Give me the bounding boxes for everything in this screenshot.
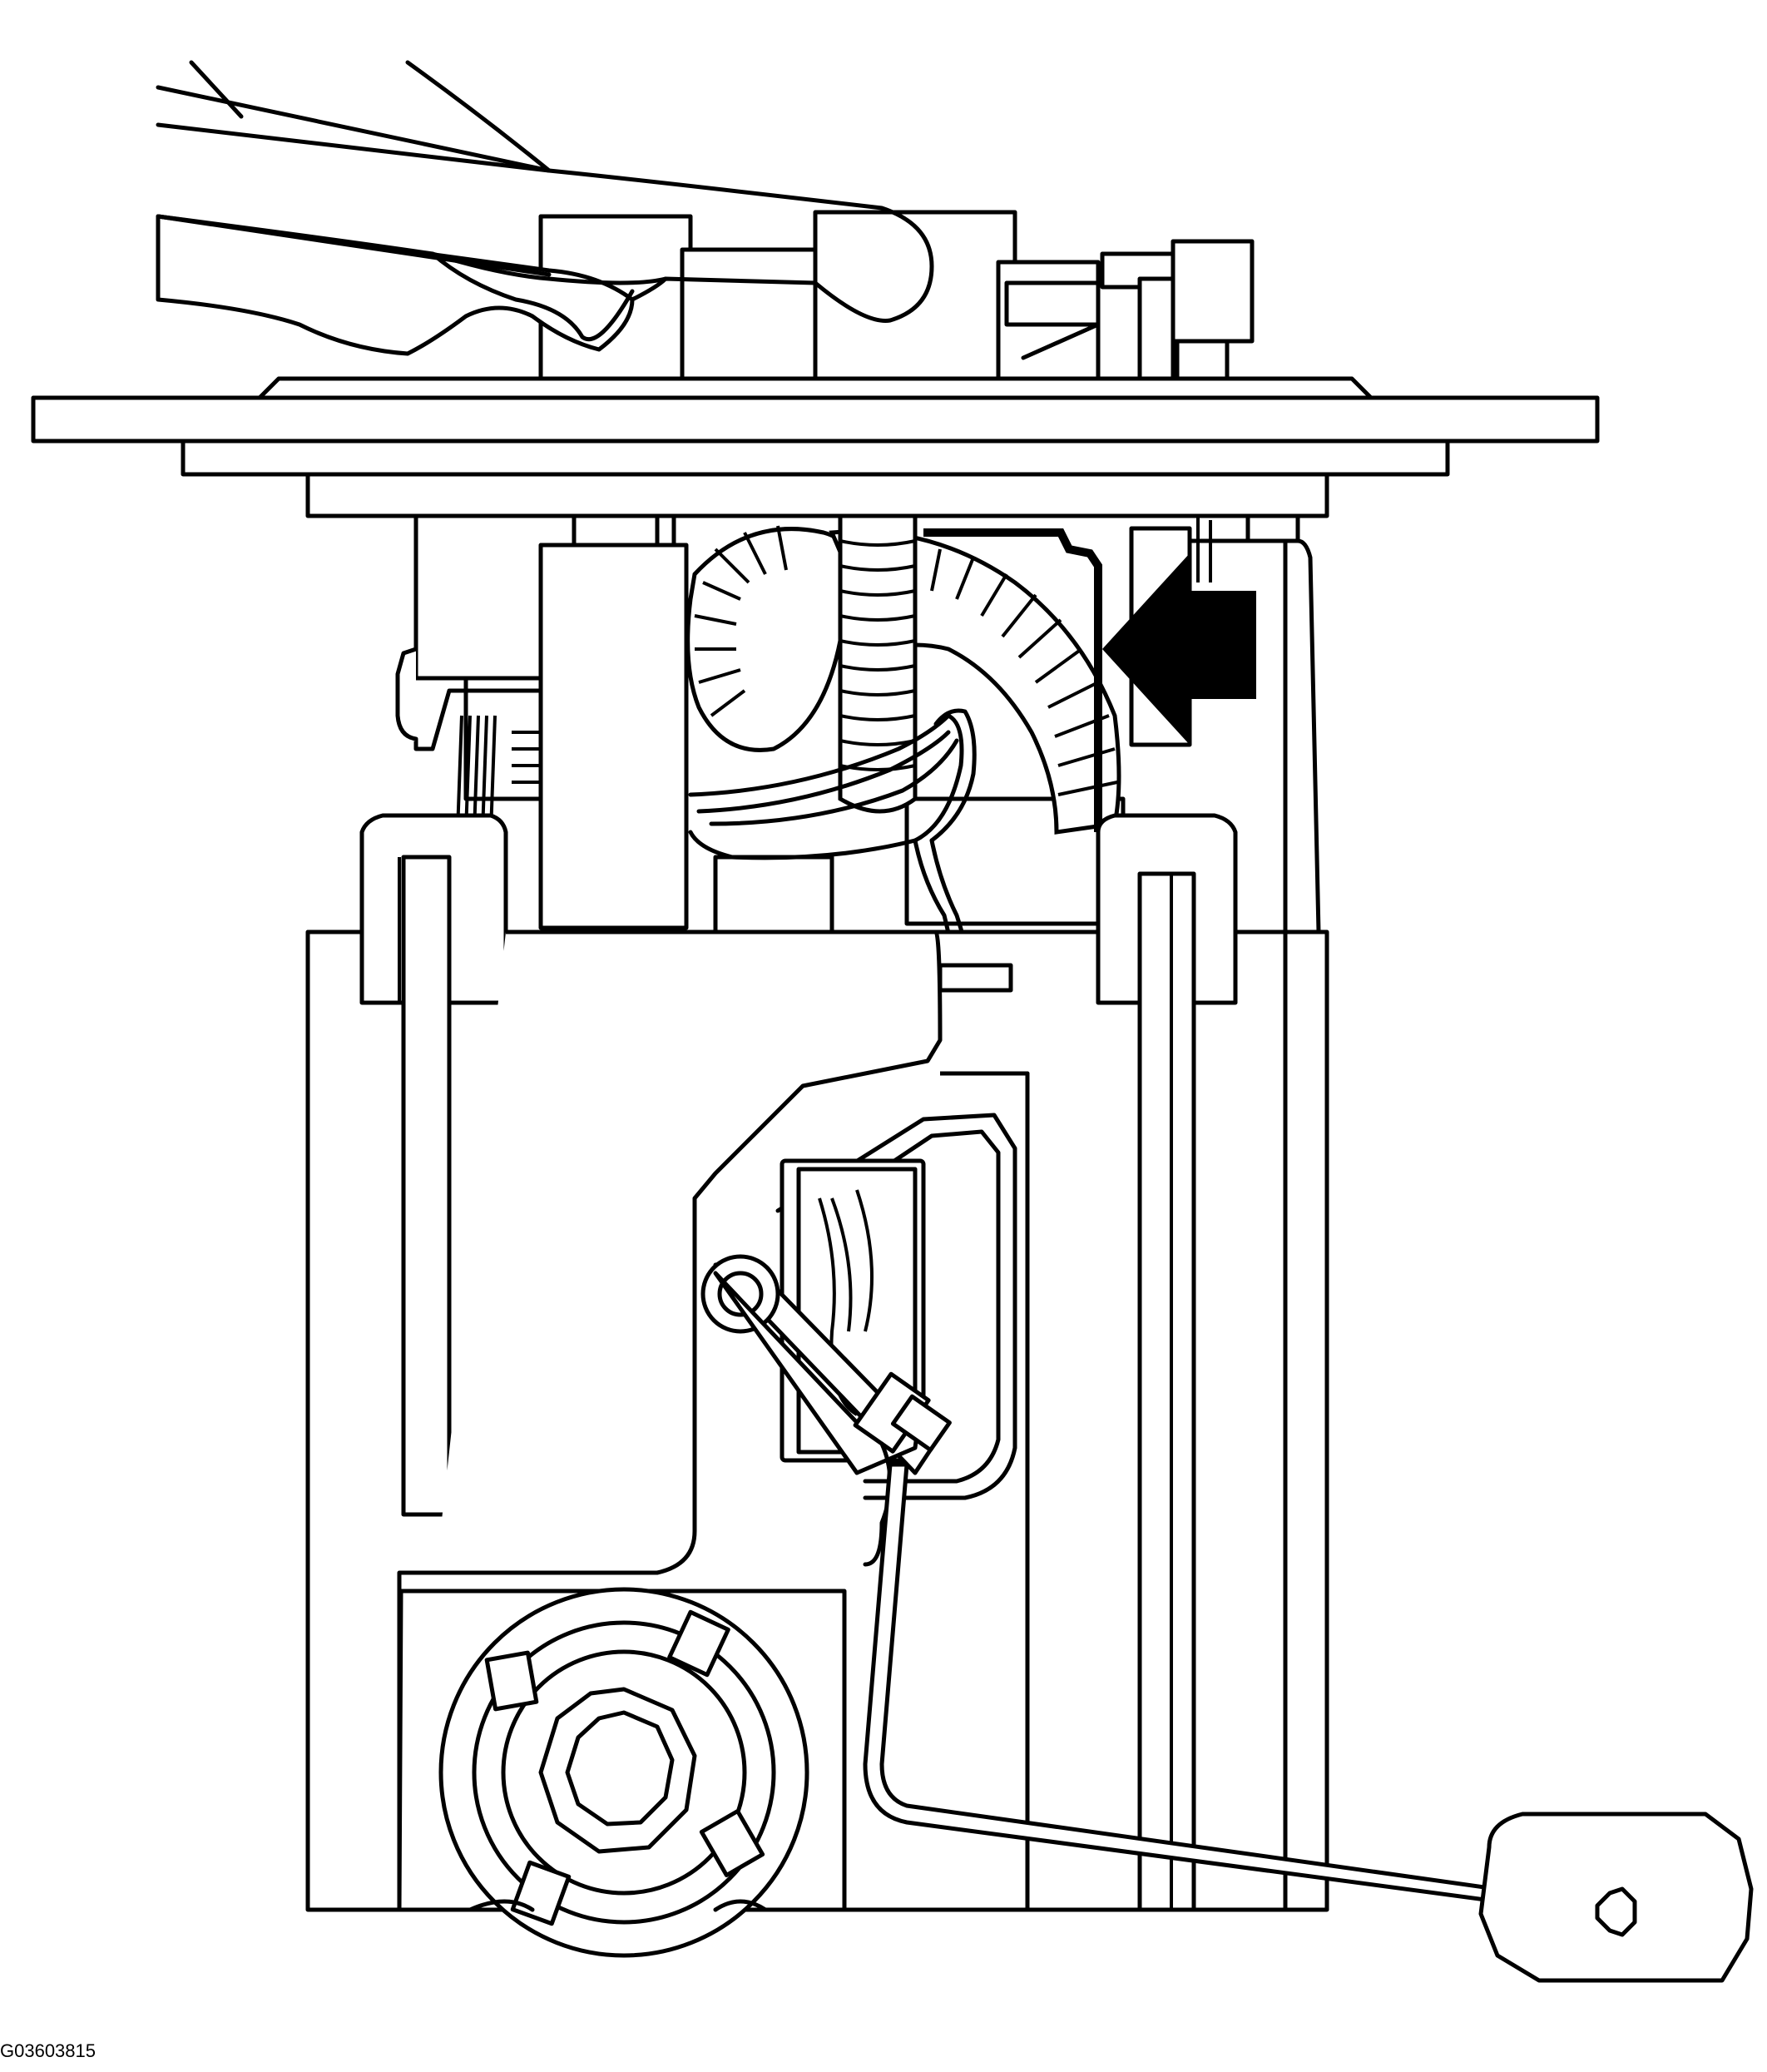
- figure-code: G03603815: [0, 2040, 96, 2061]
- technician-hand: [156, 60, 934, 356]
- pump-inlet-ring: [397, 1587, 847, 1958]
- corrugated-hose: [686, 513, 1121, 835]
- left-wire-bundle: [456, 715, 541, 833]
- arrow-left-icon: [1102, 516, 1256, 745]
- top-connectors: [538, 210, 1255, 385]
- float-level-sender: [700, 1113, 1754, 1983]
- hose-bracket: [923, 528, 1102, 832]
- module-flange: [31, 376, 1600, 518]
